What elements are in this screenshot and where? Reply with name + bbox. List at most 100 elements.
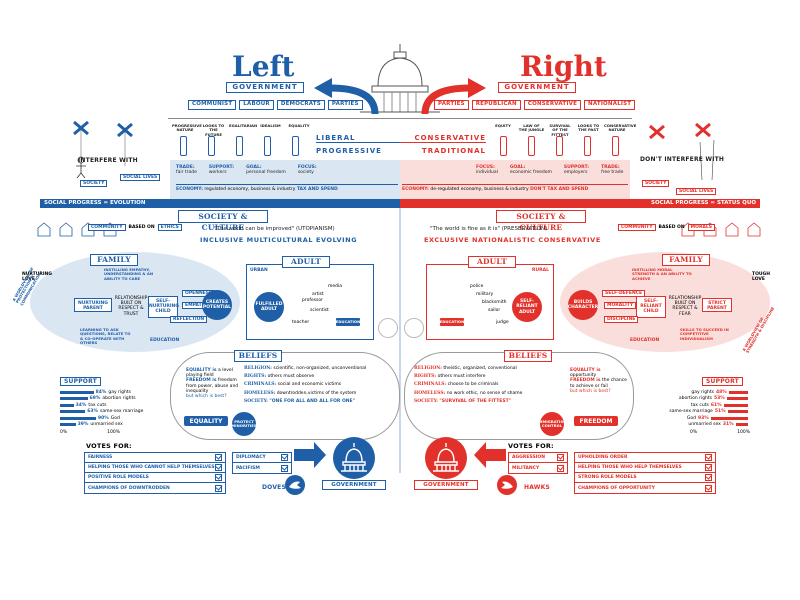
adult-role: scientist bbox=[310, 308, 329, 313]
equality-value: opportunity bbox=[570, 373, 597, 379]
belief-value: "ONE FOR ALL AND ALL FOR ONE" bbox=[269, 398, 355, 404]
vote-label: UPHOLDING ORDER bbox=[578, 455, 628, 460]
party-chip: CONSERVATIVE bbox=[523, 100, 582, 110]
adult-role: teacher bbox=[292, 320, 310, 325]
pillar-label: LOOKS TO THE PAST bbox=[577, 123, 600, 133]
left-social-progress-bar: SOCIAL PROGRESS = EVOLUTION bbox=[40, 199, 400, 208]
vote-label: CHAMPIONS OF OPPORTUNITY bbox=[578, 485, 655, 491]
reflection-chip: REFLECTION bbox=[170, 316, 208, 324]
community-chip: COMMUNITY bbox=[618, 224, 656, 232]
pillar bbox=[500, 136, 507, 156]
support-label: unmarried sex bbox=[688, 422, 721, 428]
right-world-quote: "The world is fine as it is" (PRESERVATI… bbox=[430, 226, 548, 232]
vote-label: DIPLOMACY bbox=[236, 455, 266, 460]
pillar-label: EGALITARIAN bbox=[229, 123, 258, 128]
left-economy-row: ECONOMY: regulated economy, business & i… bbox=[176, 184, 398, 192]
left-education-box: EDUCATION bbox=[336, 318, 360, 326]
dove-icon bbox=[285, 475, 305, 495]
urban-tag: URBAN bbox=[250, 268, 268, 273]
support-pct: 39% bbox=[77, 422, 89, 428]
support-key: SUPPORT: bbox=[563, 165, 590, 170]
equality-key: EQUALITY is bbox=[570, 368, 601, 373]
right-votes-title: VOTES FOR: bbox=[508, 442, 554, 450]
left-top-note: INSTILLING EMPATHY, UNDERSTANDING & AN A… bbox=[104, 267, 154, 281]
pillar bbox=[528, 136, 535, 156]
nurturing-parent-box: NURTURING PARENT bbox=[74, 298, 112, 312]
freedom-key: FREEDOM is bbox=[186, 378, 217, 384]
vote-item: STRONG ROLE MODELS bbox=[575, 473, 715, 483]
capitol-dome-icon bbox=[360, 44, 440, 113]
economy-key: ECONOMY: bbox=[176, 187, 203, 192]
progressive-label: PROGRESSIVE bbox=[316, 147, 382, 155]
self-defence-chip: SELF-DEFENCE bbox=[602, 290, 646, 298]
strict-parent-box: STRICT PARENT bbox=[702, 298, 732, 312]
right-beliefs-title: BELIEFS bbox=[504, 350, 552, 362]
equality-value: a level playing field bbox=[186, 368, 233, 379]
freedom-value: freedom from power, abuse and inequality bbox=[186, 378, 239, 394]
support-pct: 84% bbox=[95, 389, 107, 395]
progress-value: STATUS QUO bbox=[716, 200, 756, 206]
focus-key: FOCUS: bbox=[297, 165, 317, 170]
check-icon bbox=[215, 484, 222, 492]
left-beliefs-title: BELIEFS bbox=[234, 350, 282, 362]
party-chip: REPUBLICAN bbox=[471, 100, 521, 110]
economy-key: ECONOMY: bbox=[402, 187, 429, 192]
support-pct: 90% bbox=[98, 415, 109, 421]
left-education-label: EDUCATION bbox=[150, 338, 180, 343]
conservative-label: CONSERVATIVE bbox=[400, 134, 486, 143]
left-parties: COMMUNIST LABOUR DEMOCRATS PARTIES bbox=[188, 100, 363, 110]
check-icon bbox=[705, 484, 712, 492]
pillar bbox=[236, 136, 243, 156]
pillar bbox=[612, 136, 619, 156]
belief-value: downtrodden,victims of the system bbox=[276, 390, 357, 396]
doves-label: DOVES bbox=[262, 484, 286, 491]
belief-value: scientific, non-organized, unconventiona… bbox=[273, 366, 367, 371]
support-row: 90%God bbox=[60, 415, 170, 422]
left-houses-icon bbox=[37, 222, 117, 237]
support-pct: 31% bbox=[722, 422, 734, 428]
left-arrow-icon bbox=[314, 78, 379, 115]
left-support-title: SUPPORT bbox=[60, 377, 101, 386]
right-economy-row: ECONOMY: de-regulated economy, business … bbox=[402, 184, 628, 192]
right-adult-title: ADULT bbox=[468, 256, 516, 268]
right-support-title: SUPPORT bbox=[702, 377, 743, 386]
pillar-label: LAW OF THE JUNGLE bbox=[518, 123, 545, 133]
dont-interfere-with-label: DON'T INTERFERE WITH bbox=[640, 156, 725, 163]
support-label: gay rights bbox=[691, 389, 715, 395]
adult-role: media bbox=[328, 284, 343, 289]
vote-item: MILITANCY bbox=[509, 463, 567, 473]
belief-value: choose to be criminals bbox=[447, 382, 499, 388]
belief-value: no work ethic, no sense of shame bbox=[446, 390, 523, 396]
belief-key: CRIMINALS: bbox=[244, 382, 277, 388]
right-parties: PARTIES REPUBLICAN CONSERVATIVE NATIONAL… bbox=[434, 100, 636, 110]
nurturing-love-label: NURTURING LOVE bbox=[22, 272, 53, 283]
liberal-label: LIBERAL bbox=[316, 134, 400, 143]
belief-value: others must observe bbox=[267, 374, 315, 380]
support-bar bbox=[60, 390, 94, 394]
support-bar bbox=[710, 416, 748, 420]
right-pillar-labels: EQUITY LAW OF THE JUNGLE SURVIVAL OF THE… bbox=[490, 123, 636, 137]
economy-value: regulated economy, business & industry bbox=[204, 187, 296, 192]
support-bar bbox=[60, 410, 86, 414]
rural-tag: RURAL bbox=[532, 268, 549, 273]
pillar-label: EQUALITY bbox=[288, 123, 310, 128]
belief-key: SOCIETY: bbox=[244, 398, 268, 404]
left-thought-bubble bbox=[378, 318, 398, 338]
party-chip: PARTIES bbox=[434, 100, 469, 110]
freedom-value: the chance to achieve or fail bbox=[570, 378, 627, 389]
support-pct: 61% bbox=[710, 402, 722, 408]
community-chip: COMMUNITY bbox=[88, 224, 126, 232]
support-bar bbox=[60, 403, 74, 407]
support-pct: 51% bbox=[714, 409, 726, 415]
support-row: 63%same-sex marriage bbox=[60, 409, 170, 416]
discipline-chip: DISCIPLINE bbox=[604, 316, 639, 324]
support-bar bbox=[60, 416, 96, 420]
belief-key: HOMELESS: bbox=[414, 390, 446, 396]
based-on-label: BASED ON bbox=[658, 225, 685, 230]
right-equality-text: EQUALITY is opportunity FREEDOM is the c… bbox=[570, 368, 628, 394]
belief-key: RELIGION: bbox=[244, 366, 272, 371]
pillar-label: EQUITY bbox=[495, 123, 511, 128]
right-votes-list: UPHOLDING ORDER HELPING THOSE WHO HELP T… bbox=[574, 452, 716, 494]
